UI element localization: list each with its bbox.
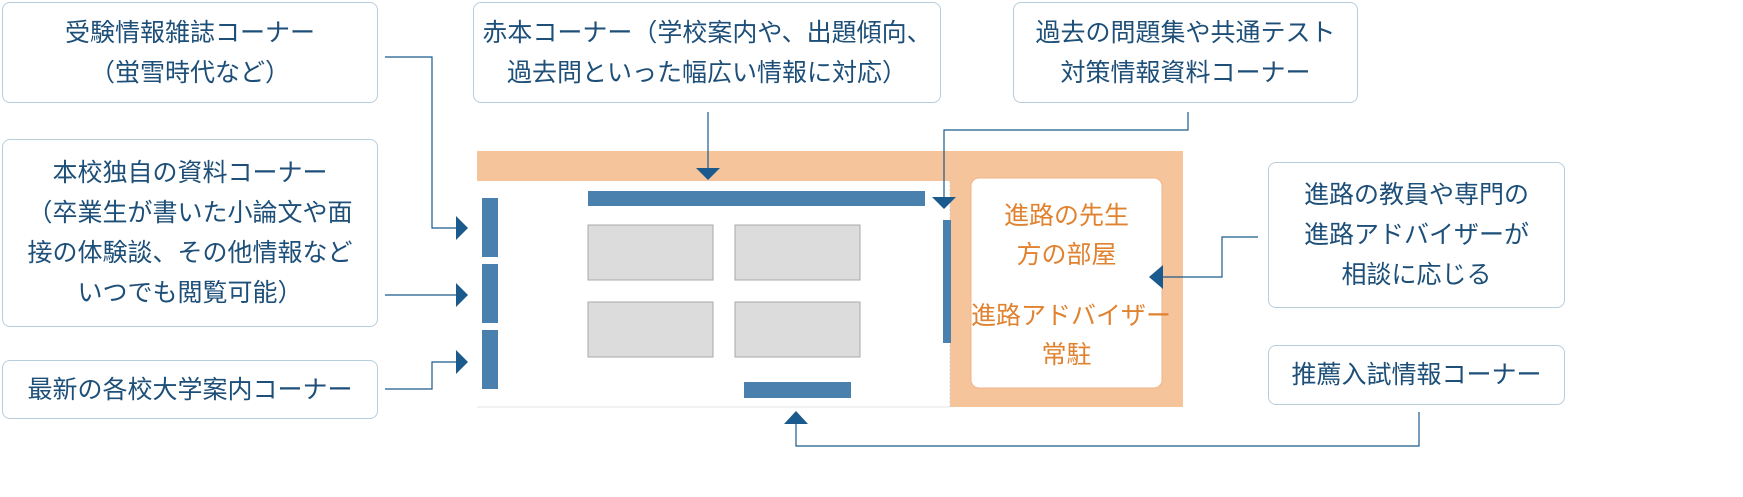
recommendation-connector [795,412,1420,447]
original-label-line-2: （卒業生が書いた小論文や面 [27,198,353,227]
advisors-connector [1163,236,1258,278]
teachers-room-line-2: 方の部屋 [1016,240,1117,269]
bottom-shelf-recommendation [744,382,851,398]
table-3 [587,301,714,358]
university-guides-corner-label: 最新の各校大学案内コーナー [2,360,378,419]
advisors-label: 進路の教員や専門の 進路アドバイザーが 相談に応じる [1268,162,1565,308]
past-exams-connector [943,112,1189,197]
top-shelf-akahon [588,191,925,206]
advisors-label-line-2: 進路アドバイザーが [1303,220,1529,249]
recommendation-arrow-icon [784,411,808,424]
university-guides-label-line-1: 最新の各校大学案内コーナー [27,374,353,404]
advisors-label-line-3: 相談に応じる [1341,260,1492,289]
university-guides-arrow-icon [456,350,468,374]
magazine-connector [385,56,456,229]
original-label-line-4: いつでも閲覧可能） [77,278,303,307]
magazine-arrow-icon [456,216,468,240]
magazine-label-line-1: 受験情報雑誌コーナー [64,17,315,47]
magazine-label-line-2: （蛍雪時代など） [89,57,290,87]
magazine-corner-label: 受験情報雑誌コーナー （蛍雪時代など） [2,2,378,103]
akahon-arrow-icon [696,168,720,180]
teachers-room-label: 進路の先生 方の部屋 [971,196,1162,274]
past-exams-arrow-icon [932,197,956,209]
original-materials-corner-label: 本校独自の資料コーナー （卒業生が書いた小論文や面 接の体験談、その他情報など … [2,139,378,327]
university-guides-connector [385,361,456,390]
left-shelf-bottom [482,330,498,389]
recommendation-label-line-1: 推薦入試情報コーナー [1291,360,1542,389]
table-4 [734,301,861,358]
left-shelf-top [482,198,498,257]
akahon-label-line-2: 過去問といった幅広い情報に対応） [506,57,907,87]
past-exams-label-line-1: 過去の問題集や共通テスト [1035,17,1336,47]
akahon-label-line-1: 赤本コーナー（学校案内や、出題傾向、 [482,17,932,47]
past-exams-label-line-2: 対策情報資料コーナー [1060,57,1311,87]
right-shelf-past-exams [943,220,951,343]
advisors-label-line-1: 進路の教員や専門の [1303,180,1529,209]
akahon-corner-label: 赤本コーナー（学校案内や、出題傾向、 過去問といった幅広い情報に対応） [473,2,941,103]
past-exams-corner-label: 過去の問題集や共通テスト 対策情報資料コーナー [1013,2,1358,103]
advisor-station-line-1: 進路アドバイザー [971,301,1172,330]
advisor-station-line-2: 常駐 [1041,340,1092,369]
table-2 [734,224,861,281]
original-materials-arrow-icon [456,283,468,307]
left-shelf-middle [482,264,498,323]
table-1 [587,224,714,281]
advisor-station-label: 進路アドバイザー 常駐 [971,296,1172,374]
original-label-line-3: 接の体験談、その他情報など [27,238,353,267]
recommendation-corner-label: 推薦入試情報コーナー [1268,345,1565,405]
advisors-arrow-icon [1149,265,1163,289]
original-label-line-1: 本校独自の資料コーナー [52,158,328,187]
teachers-room-line-1: 進路の先生 [1003,201,1129,230]
